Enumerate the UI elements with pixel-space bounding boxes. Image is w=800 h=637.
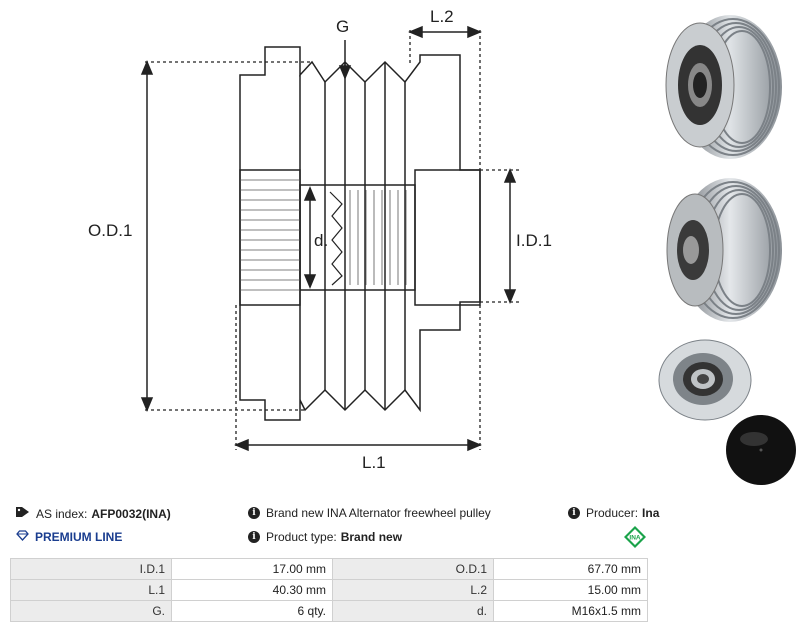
pulley-outline — [239, 46, 481, 421]
label-id1: I.D.1 — [516, 231, 552, 250]
spec-key: d. — [332, 600, 494, 622]
technical-drawing: G L.2 O.D.1 d. I.D.1 L.1 — [88, 7, 552, 472]
product-type: i Product type: Brand new — [248, 530, 402, 544]
spec-key: O.D.1 — [332, 558, 494, 580]
spec-table: I.D.1 17.00 mm O.D.1 67.70 mm L.1 40.30 … — [10, 558, 648, 622]
spec-value: M16x1.5 mm — [493, 600, 648, 622]
producer-value: Ina — [642, 506, 660, 520]
table-row: I.D.1 17.00 mm O.D.1 67.70 mm — [10, 558, 648, 580]
spec-key: I.D.1 — [10, 558, 172, 580]
product-cap-photo — [726, 415, 796, 485]
flange-section — [414, 169, 481, 306]
description-text: Brand new INA Alternator freewheel pulle… — [266, 506, 491, 520]
producer-label: Producer: — [586, 506, 639, 520]
label-l1: L.1 — [362, 453, 386, 472]
product-type-label: Product type: — [266, 530, 337, 544]
spec-key: L.2 — [332, 579, 494, 601]
spec-key: G. — [10, 600, 172, 622]
groove-lines — [299, 62, 406, 410]
as-index: AS index: AFP0032(INA) — [16, 506, 171, 521]
info-icon: i — [248, 507, 260, 519]
info-icon: i — [568, 507, 580, 519]
label-l2: L.2 — [430, 7, 454, 26]
spec-value: 40.30 mm — [171, 579, 333, 601]
label-d: d. — [314, 231, 328, 250]
as-index-label: AS index: — [36, 506, 88, 521]
table-row: L.1 40.30 mm L.2 15.00 mm — [10, 579, 648, 601]
diamond-icon — [16, 530, 29, 544]
info-icon: i — [248, 531, 260, 543]
premium-line: PREMIUM LINE — [16, 530, 122, 544]
label-od1: O.D.1 — [88, 221, 132, 240]
description: i Brand new INA Alternator freewheel pul… — [248, 506, 491, 520]
svg-text:INA: INA — [629, 535, 641, 542]
premium-line-label: PREMIUM LINE — [35, 530, 123, 544]
tag-icon — [16, 506, 30, 521]
spec-value: 67.70 mm — [493, 558, 648, 580]
ina-logo: INA — [624, 526, 646, 548]
spec-value: 6 qty. — [171, 600, 333, 622]
spec-value: 17.00 mm — [171, 558, 333, 580]
as-index-value: AFP0032(INA) — [91, 506, 171, 521]
table-row: G. 6 qty. d. M16x1.5 mm — [10, 600, 648, 622]
product-photo-angle — [666, 178, 782, 322]
producer: i Producer: Ina — [568, 506, 659, 520]
product-type-value: Brand new — [340, 530, 403, 544]
label-g: G — [336, 17, 349, 36]
spec-key: L.1 — [10, 579, 172, 601]
product-photo-back — [658, 339, 752, 421]
product-photo-front — [665, 15, 782, 159]
spec-value: 15.00 mm — [493, 579, 648, 601]
